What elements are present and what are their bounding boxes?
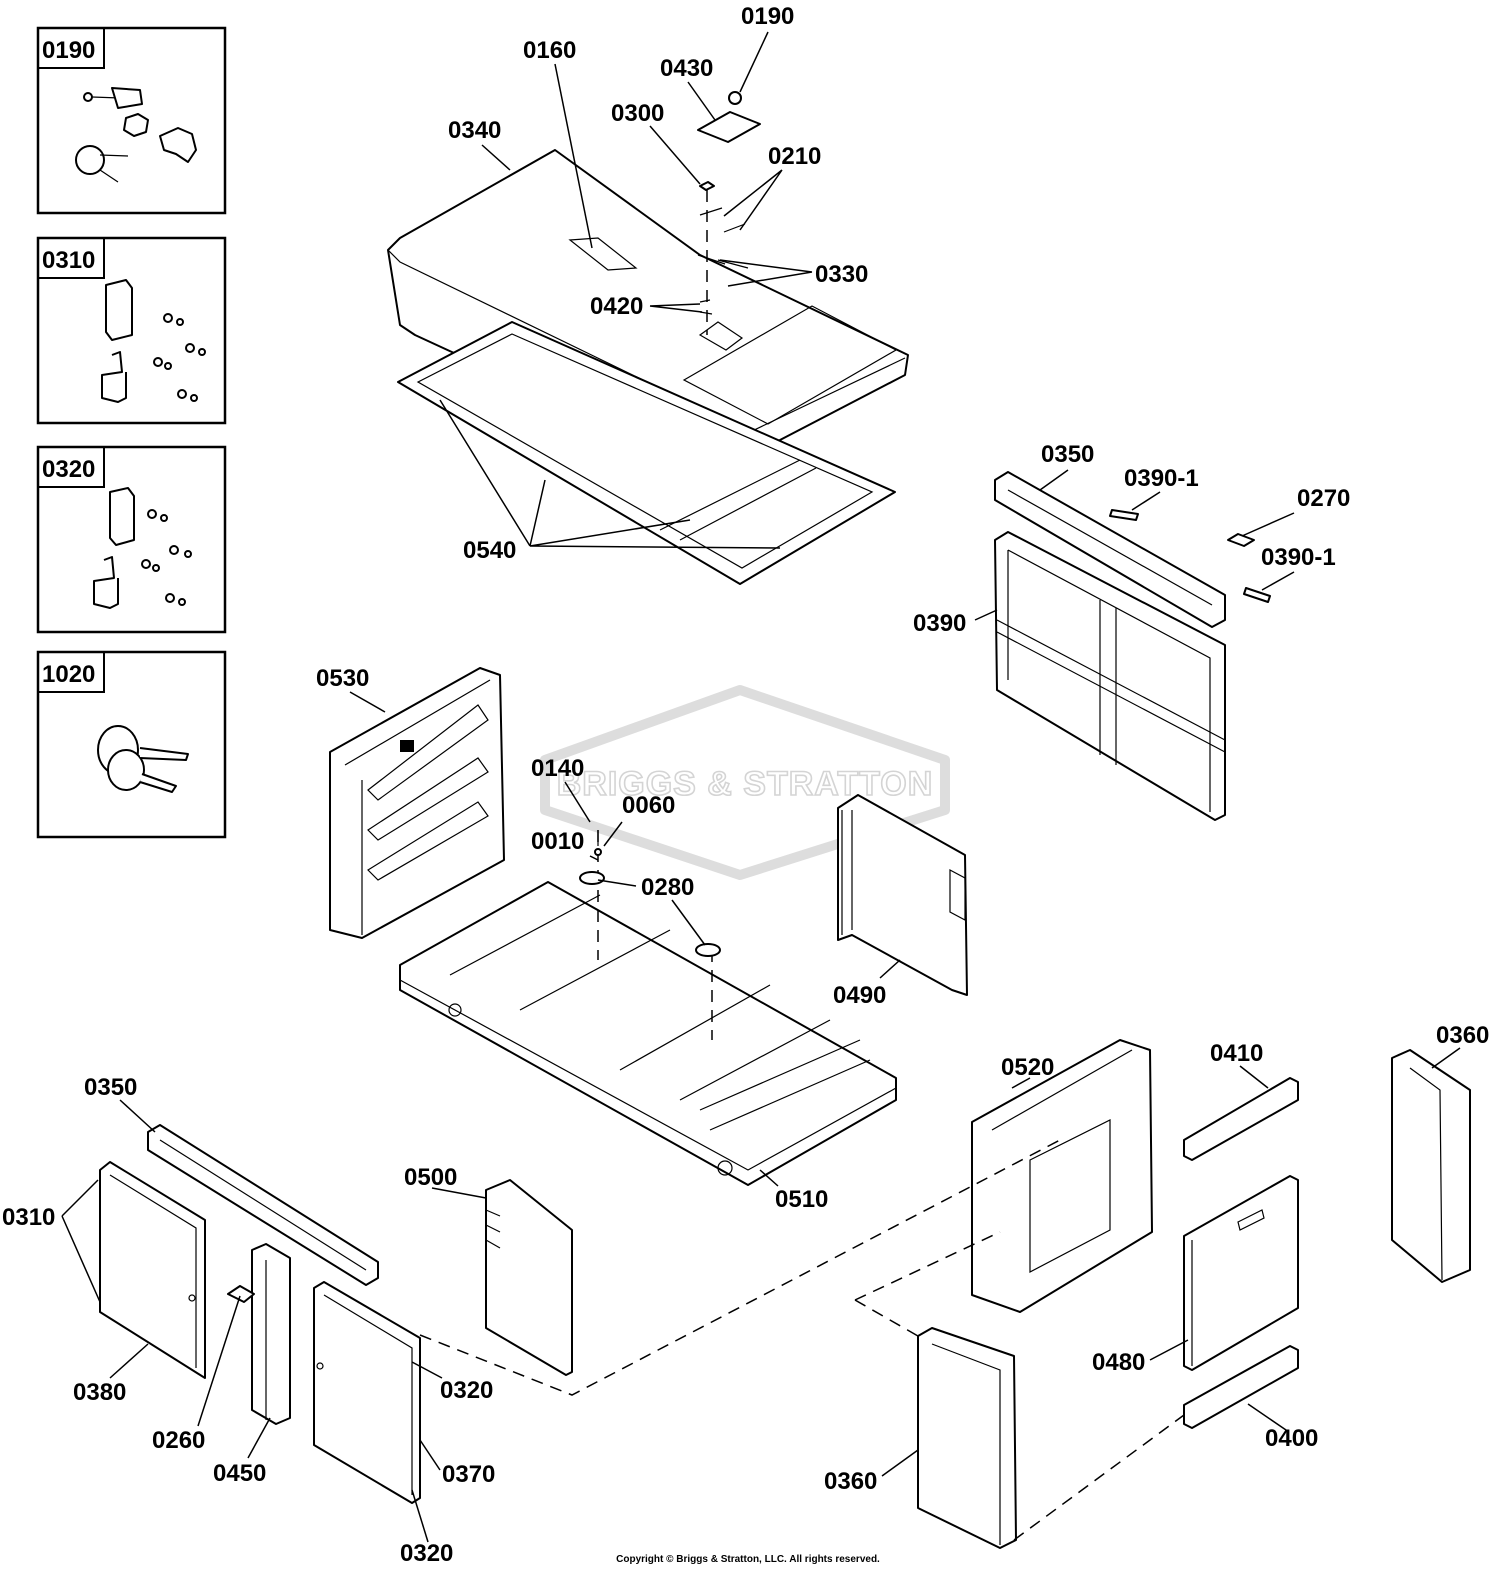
panel-0500 [485,1179,573,1376]
callout-0530: 0530 [316,665,369,692]
inset-0320: 0320 [36,445,227,634]
door-0380 [99,1161,206,1379]
callout-0490: 0490 [833,982,886,1009]
callout-0260: 0260 [152,1427,205,1454]
door-0370 [313,1281,421,1504]
callout-0390-1b: 0390-1 [1261,544,1336,571]
callout-0320-b: 0320 [400,1540,453,1567]
callout-0320-a: 0320 [440,1377,493,1404]
inset-1020: 1020 [36,650,227,839]
callout-0380: 0380 [73,1379,126,1406]
watermark: BRIGGS & STRATTON [540,685,950,880]
callout-0370: 0370 [442,1461,495,1488]
callout-0280: 0280 [641,874,694,901]
end-frame-0520 [971,1039,1153,1313]
callout-0300: 0300 [611,100,664,127]
side-panel-0530 [329,667,505,939]
callout-0270: 0270 [1297,485,1350,512]
rail-0400 [1183,1345,1299,1429]
inset-0310: 0310 [36,236,227,425]
callout-0010: 0010 [531,828,584,855]
assembly-dash-lines [419,1139,1185,1541]
corner-post-0360-low [917,1327,1017,1549]
callout-0140: 0140 [531,755,584,782]
callout-labels: 0190 0160 0430 0340 0300 0210 0330 0420 … [2,3,1489,1567]
hinge-kit-icon [101,279,206,403]
callout-0450: 0450 [213,1460,266,1487]
callout-0160: 0160 [523,37,576,64]
callout-0500: 0500 [404,1164,457,1191]
callout-0360-right: 0360 [1436,1022,1489,1049]
copyright-notice: Copyright © Briggs & Stratton, LLC. All … [616,1554,880,1565]
lock-assembly-icon [75,87,197,183]
callout-0340: 0340 [448,117,501,144]
callout-0410: 0410 [1210,1040,1263,1067]
callout-0190-top: 0190 [741,3,794,30]
callout-0480: 0480 [1092,1349,1145,1376]
callout-0400: 0400 [1265,1425,1318,1452]
callout-0350-top: 0350 [1041,441,1094,468]
callout-0520: 0520 [1001,1054,1054,1081]
callout-0430: 0430 [660,55,713,82]
inset-0310-label: 0310 [42,247,95,274]
door-0480 [1183,1175,1299,1371]
callout-0540: 0540 [463,537,516,564]
rail-0410 [1183,1077,1299,1161]
gasket-frame-0540 [397,321,896,585]
hinge-kit-icon [93,487,192,609]
corner-post-0360-right [1391,1049,1471,1283]
callout-0060: 0060 [622,792,675,819]
leader-lines [61,31,1461,1543]
callout-0390-1a: 0390-1 [1124,465,1199,492]
watermark-text: BRIGGS & STRATTON [557,765,934,803]
callout-0330: 0330 [815,261,868,288]
rail-0350-low [147,1124,379,1286]
keys-icon [97,725,189,793]
rear-panel-0390 [994,531,1226,821]
inset-1020-label: 1020 [42,661,95,688]
callout-0310: 0310 [2,1204,55,1231]
callout-0360-low: 0360 [824,1468,877,1495]
rail-0350-top [994,471,1271,628]
callout-0420: 0420 [590,293,643,320]
callout-0210: 0210 [768,143,821,170]
louver-panel-0490 [837,794,968,996]
callout-0390: 0390 [913,610,966,637]
isolator-mounts [579,830,721,1040]
callout-0350-low: 0350 [84,1074,137,1101]
base-frame-0510 [399,881,897,1186]
inset-0190: 0190 [36,26,227,215]
post-0450 [227,1243,291,1425]
inset-0320-label: 0320 [42,456,95,483]
callout-0510: 0510 [775,1186,828,1213]
roof-hardware [697,91,761,335]
inset-0190-label: 0190 [42,37,95,64]
